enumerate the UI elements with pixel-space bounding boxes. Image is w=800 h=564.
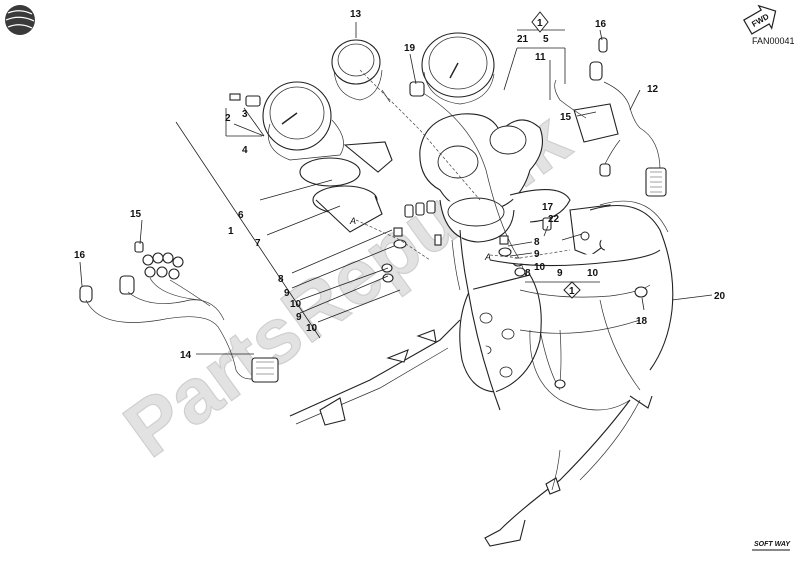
point-a-center: A	[484, 252, 491, 262]
callout-4: 4	[242, 145, 248, 156]
instrument-bracket	[419, 113, 571, 243]
callout-8-center: 8	[534, 237, 540, 248]
callout-8-left: 8	[278, 274, 284, 285]
tachometer-gauge	[262, 81, 344, 161]
callout-2: 2	[225, 113, 231, 124]
callout-18: 18	[636, 316, 648, 327]
reference-badge-1-top: 1	[531, 11, 549, 33]
softway-logo: SOFT WAY	[752, 541, 791, 551]
callout-16-top: 16	[595, 19, 607, 30]
callout-9-left: 9	[284, 288, 290, 299]
reference-badge-1-bottom: 1	[563, 281, 581, 299]
guide-lines	[355, 69, 571, 261]
callout-15-top: 15	[560, 112, 572, 123]
callout-10-left-2: 10	[306, 323, 318, 334]
callout-22: 22	[548, 214, 560, 225]
diagram-code: FAN00041	[752, 36, 795, 46]
callout-1: 1	[228, 226, 234, 237]
speedo-cable	[409, 81, 561, 391]
wiring-harness	[79, 241, 279, 383]
callout-8-bottom: 8	[525, 268, 531, 279]
leader-lines	[79, 22, 713, 355]
disc-icon	[5, 5, 35, 35]
callout-12: 12	[647, 84, 659, 95]
callout-17: 17	[542, 202, 554, 213]
screw-2-3	[229, 93, 261, 107]
callout-3: 3	[242, 109, 248, 120]
headlight-subframe	[289, 200, 674, 547]
connector-12	[639, 127, 667, 197]
callouts: 13 19 21 5 11 16 12 15 2 3 4 6 1 7 15 16…	[74, 9, 726, 361]
callout-13: 13	[350, 9, 362, 20]
point-a-left: A	[349, 216, 356, 226]
callout-16-left: 16	[74, 250, 86, 261]
temperature-gauge	[331, 39, 391, 103]
callout-9-bottom: 9	[557, 268, 563, 279]
svg-text:1: 1	[569, 286, 575, 297]
svg-text:SOFT WAY: SOFT WAY	[754, 541, 791, 548]
callout-10-center: 10	[534, 262, 546, 273]
callout-9-left-2: 9	[296, 312, 302, 323]
callout-11: 11	[535, 52, 546, 63]
bulb-16-top	[598, 37, 608, 53]
speedometer-gauge	[421, 32, 495, 105]
callout-10-bottom: 10	[587, 268, 599, 279]
indicator-light-block	[554, 61, 641, 177]
callout-14: 14	[180, 350, 192, 361]
callout-7: 7	[255, 238, 261, 249]
callout-20: 20	[714, 291, 726, 302]
callout-6: 6	[238, 210, 244, 221]
callout-9-center: 9	[534, 249, 540, 260]
callout-19: 19	[404, 43, 416, 54]
fwd-arrow-icon: FWD	[743, 4, 777, 35]
tachometer-housing	[299, 141, 393, 233]
callout-15-left: 15	[130, 209, 142, 220]
callout-10-left: 10	[290, 299, 302, 310]
fastener-cluster-center	[498, 217, 552, 277]
svg-text:1: 1	[537, 18, 543, 29]
callout-5: 5	[543, 34, 549, 45]
divider-line	[175, 121, 321, 339]
callout-21: 21	[517, 34, 529, 45]
